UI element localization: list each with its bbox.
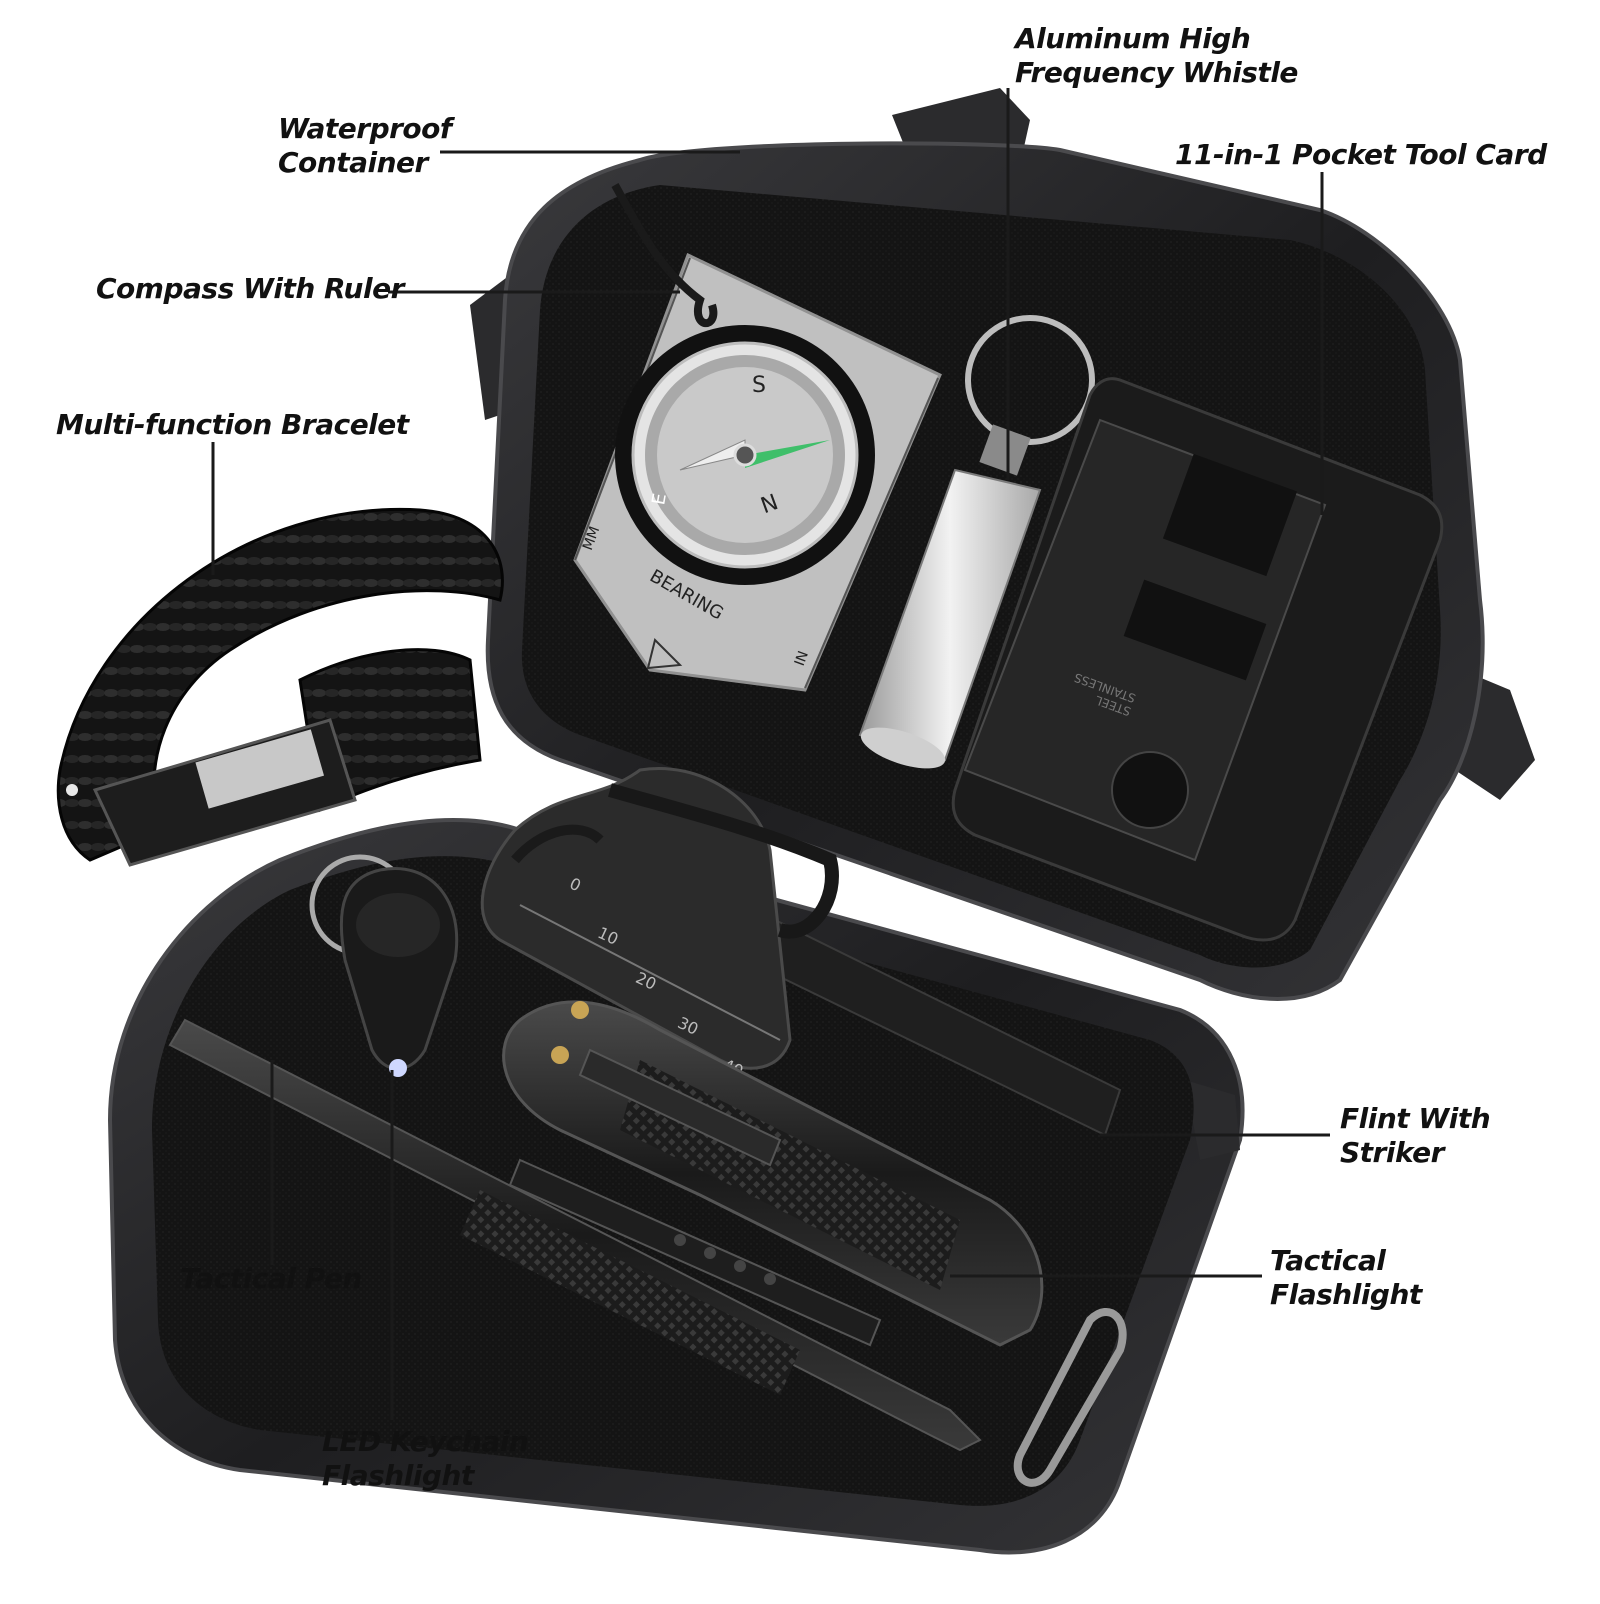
label-keychain-line-2: Flashlight — [322, 1459, 474, 1492]
label-bracelet-line-1: Multi-function Bracelet — [56, 408, 409, 441]
pocket-tool-card: STAINLESS STEEL — [951, 377, 1444, 942]
label-flashlight-line-1: Tactical — [1270, 1244, 1386, 1277]
led-keychain-flashlight — [309, 854, 459, 1077]
compass-needle — [745, 440, 830, 468]
carabiner — [1013, 1308, 1127, 1487]
label-keychain: LED Keychain Flashlight — [322, 1425, 529, 1493]
flashlight-clip — [578, 1048, 782, 1167]
label-compass: Compass With Ruler — [96, 272, 404, 306]
multi-function-bracelet — [56, 507, 504, 867]
striker-lanyard — [608, 783, 839, 939]
label-container-line-1: Waterproof — [278, 112, 452, 145]
pen-clip — [508, 1158, 882, 1347]
label-pen: Tactical Pen — [180, 1262, 362, 1296]
key-ring — [965, 315, 1095, 445]
tactical-flashlight — [502, 1000, 1044, 1347]
striker-plate — [480, 767, 792, 1070]
compass-with-ruler: S N E MM IN BEARING — [573, 183, 942, 692]
label-tool-card-line-1: 11-in-1 Pocket Tool Card — [1175, 138, 1547, 171]
latch-tab — [1185, 1080, 1240, 1160]
callout-leader-lines — [211, 88, 1330, 1420]
tactical-pen — [168, 1018, 982, 1452]
compass-mm-mark: MM — [580, 524, 603, 552]
label-whistle-line-1: Aluminum High — [1015, 22, 1251, 55]
compass-in-mark: IN — [792, 649, 812, 668]
label-compass-line-1: Compass With Ruler — [96, 272, 404, 305]
label-flint: Flint With Striker — [1340, 1102, 1491, 1170]
compass-letter-e: E — [648, 492, 671, 507]
label-whistle-line-2: Frequency Whistle — [1015, 56, 1298, 89]
label-bracelet: Multi-function Bracelet — [56, 408, 409, 442]
label-flint-line-2: Striker — [1340, 1136, 1444, 1169]
label-flashlight: Tactical Flashlight — [1270, 1244, 1422, 1312]
label-flashlight-line-2: Flashlight — [1270, 1278, 1422, 1311]
label-flint-line-1: Flint With — [1340, 1102, 1491, 1135]
aluminum-whistle — [858, 315, 1095, 769]
label-container-line-2: Container — [278, 146, 428, 179]
fire-starter-scraper — [195, 729, 325, 809]
flint-with-striker: 0 10 20 30 40 — [480, 767, 1122, 1137]
label-tool-card: 11-in-1 Pocket Tool Card — [1175, 138, 1547, 172]
label-container: Waterproof Container — [278, 112, 452, 180]
pen-grip — [460, 1190, 800, 1395]
label-whistle: Aluminum High Frequency Whistle — [1015, 22, 1298, 90]
label-pen-line-1: Tactical Pen — [180, 1262, 362, 1295]
compass-letter-s: S — [752, 373, 766, 398]
label-keychain-line-1: LED Keychain — [322, 1425, 529, 1458]
